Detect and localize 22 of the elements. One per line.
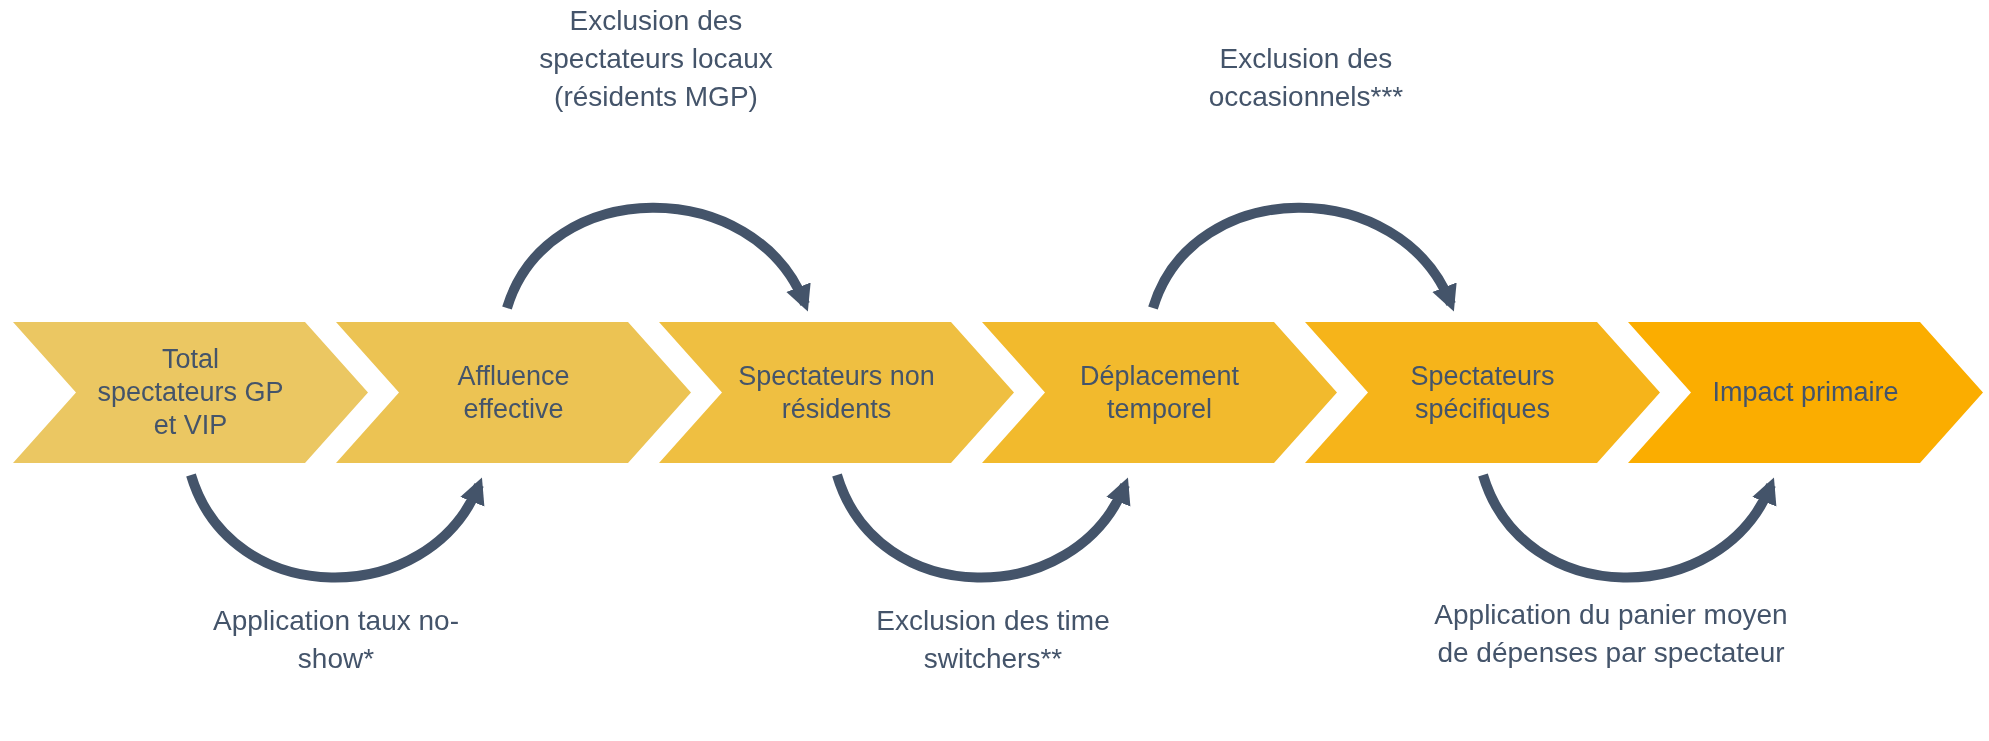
step-label: Déplacement temporel [1078, 359, 1241, 426]
curved-arrow [186, 473, 484, 583]
edge-label: Application taux no-show* [212, 604, 460, 676]
chevron-step [1305, 322, 1660, 463]
step-label: Affluence effective [456, 359, 571, 426]
edge-label: Exclusion des time switchers** [875, 604, 1111, 676]
chevron-step [336, 322, 691, 463]
chevron-step [982, 322, 1337, 463]
step-label: Spectateurs non résidents [737, 359, 936, 426]
chevron-step [1628, 322, 1983, 463]
curved-arrow [502, 202, 810, 312]
curved-arrow [1148, 202, 1456, 312]
edge-label: Exclusion des occasionnels*** [1207, 42, 1405, 114]
curved-arrow [832, 473, 1130, 583]
step-label: Spectateurs spécifiques [1409, 359, 1556, 426]
step-label: Total spectateurs GP et VIP [96, 343, 285, 442]
step-label: Impact primaire [1711, 376, 1900, 409]
chevron-step [659, 322, 1014, 463]
chevron-step [13, 322, 368, 463]
edge-label: Application du panier moyen de dépenses par spectateur [1433, 598, 1789, 670]
edge-label: Exclusion des spectateurs locaux (résidents MGP) [538, 4, 774, 114]
curved-arrow [1478, 473, 1776, 583]
